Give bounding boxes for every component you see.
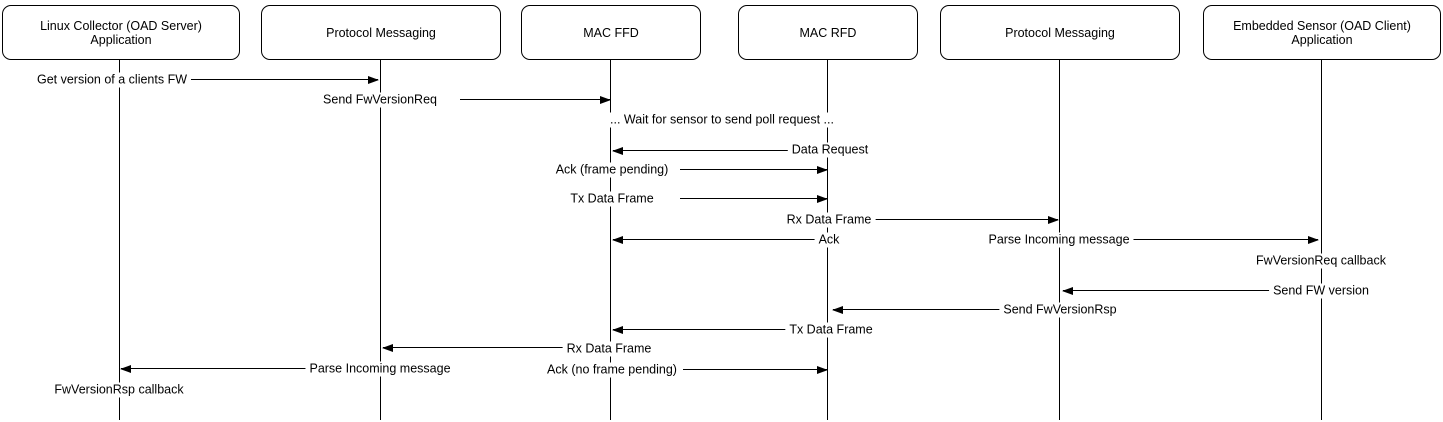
message-label-send-fwversionrsp: Send FwVersionRsp: [999, 302, 1121, 318]
participant-box-mac-rfd: MAC RFD: [738, 5, 918, 60]
message-label-tx-data-frame-2: Tx Data Frame: [785, 322, 877, 338]
message-arrow-tx-data-frame-1: [680, 198, 827, 200]
message-label-tx-data-frame-1: Tx Data Frame: [566, 191, 658, 207]
participant-label: Protocol Messaging: [1005, 25, 1115, 40]
message-arrow-ack-frame-pending: [680, 169, 827, 171]
participant-label: MAC FFD: [583, 25, 639, 40]
message-label-ack-frame-pending: Ack (frame pending): [551, 162, 673, 178]
participant-box-linux-collector: Linux Collector (OAD Server) Application: [2, 5, 240, 60]
message-arrow-rx-data-frame-1: [828, 219, 1058, 221]
message-arrow-data-request: [613, 150, 828, 152]
message-label-send-fwversionreq: Send FwVersionReq: [319, 92, 441, 108]
message-arrow-ack: [613, 239, 828, 241]
participant-box-protocol-messaging-server: Protocol Messaging: [261, 5, 501, 60]
message-label-parse-incoming-2: Parse Incoming message: [305, 361, 455, 377]
note-wait-for-poll: ... Wait for sensor to send poll request…: [606, 112, 838, 128]
participant-box-mac-ffd: MAC FFD: [521, 5, 701, 60]
participant-label: Embedded Sensor (OAD Client) Application: [1233, 18, 1411, 47]
message-arrow-send-fw-version: [1063, 290, 1322, 292]
message-label-get-version: Get version of a clients FW: [32, 72, 192, 88]
message-label-parse-incoming-1: Parse Incoming message: [984, 232, 1134, 248]
message-label-ack-no-frame: Ack (no frame pending): [543, 362, 681, 378]
message-arrow-tx-data-frame-2: [613, 329, 828, 331]
participant-label: Linux Collector (OAD Server) Application: [40, 18, 202, 47]
message-arrow-ack-no-frame: [683, 369, 827, 371]
message-arrow-rx-data-frame-2: [383, 347, 611, 349]
lifeline-mac-ffd: [610, 60, 612, 420]
message-label-rx-data-frame-2: Rx Data Frame: [562, 341, 656, 357]
message-label-fwversionrsp-callback: FwVersionRsp callback: [50, 382, 188, 398]
participant-box-protocol-messaging-client: Protocol Messaging: [940, 5, 1180, 60]
message-arrow-parse-incoming-1: [1060, 239, 1318, 241]
message-arrow-parse-incoming-2: [121, 368, 381, 370]
participant-box-embedded-sensor: Embedded Sensor (OAD Client) Application: [1203, 5, 1441, 60]
message-label-data-request: Data Request: [787, 142, 873, 158]
lifeline-embedded-sensor: [1321, 60, 1323, 420]
participant-label: Protocol Messaging: [326, 25, 436, 40]
message-label-fwversionreq-callback: FwVersionReq callback: [1252, 253, 1390, 269]
message-arrow-get-version: [190, 79, 378, 81]
lifeline-protocol-messaging-server: [380, 60, 382, 420]
message-label-ack: Ack: [814, 232, 844, 248]
participant-label: MAC RFD: [799, 25, 857, 40]
message-arrow-send-fwversionrsp: [833, 309, 1060, 311]
message-arrow-send-fwversionreq: [460, 99, 610, 101]
lifeline-linux-collector: [119, 60, 121, 420]
message-label-rx-data-frame-1: Rx Data Frame: [782, 212, 876, 228]
message-label-send-fw-version: Send FW version: [1269, 283, 1373, 299]
